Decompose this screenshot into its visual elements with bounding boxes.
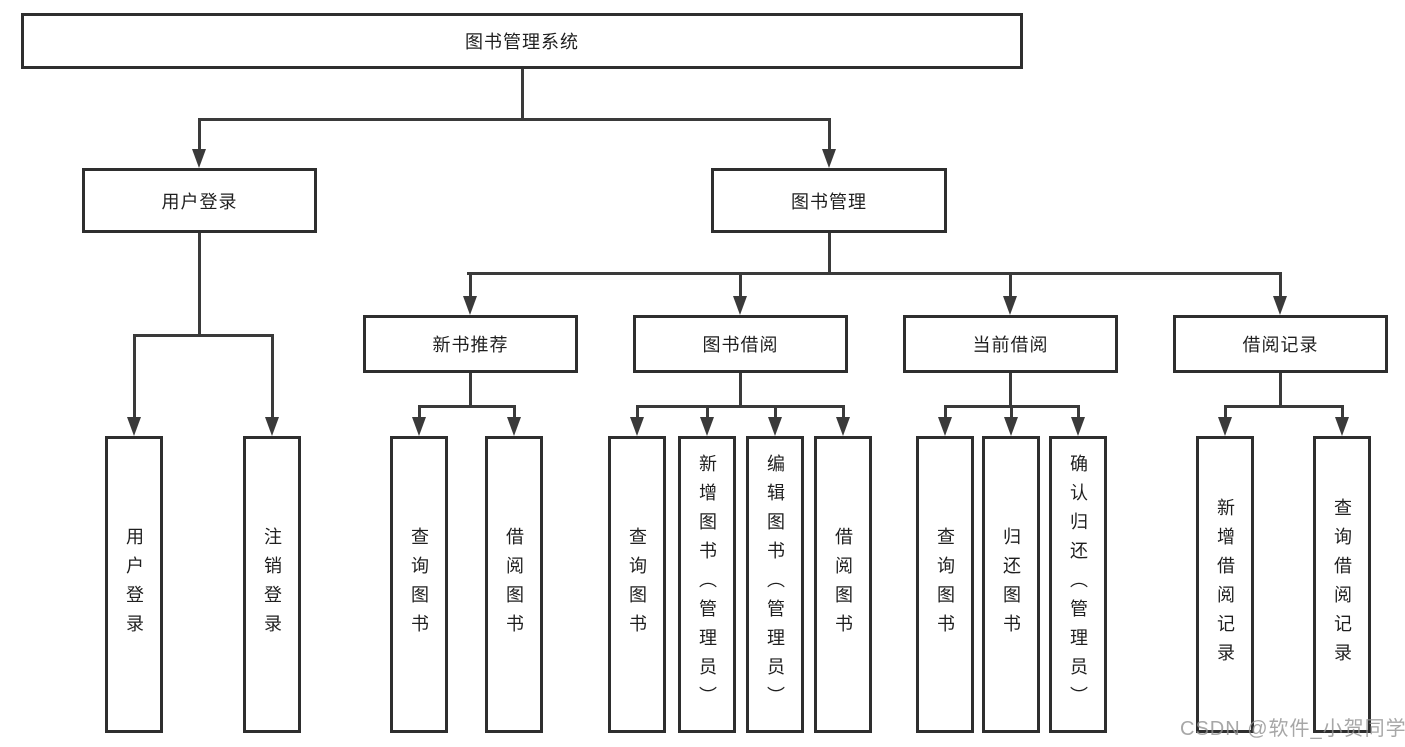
connector-line <box>1224 406 1227 420</box>
node-new-book-recommend: 新书推荐 <box>363 315 578 373</box>
node-borrow-records: 借阅记录 <box>1173 315 1388 373</box>
connector-line <box>198 118 831 121</box>
arrow-down-icon <box>192 149 206 168</box>
arrow-down-icon <box>938 417 952 436</box>
node-label: 图书借阅 <box>702 335 779 355</box>
node-label: 图书管理系统 <box>465 32 579 52</box>
connector-line <box>418 405 516 408</box>
arrow-down-icon <box>1335 417 1349 436</box>
connector-line <box>1341 406 1344 420</box>
node-label: 确认归还（管理员） <box>1068 454 1088 715</box>
leaf-add-book-admin: 新增图书（管理员） <box>678 436 736 733</box>
arrow-down-icon <box>507 417 521 436</box>
connector-line <box>1009 373 1012 407</box>
connector-line <box>198 119 201 153</box>
connector-line <box>1009 272 1012 299</box>
arrow-down-icon <box>1273 296 1287 315</box>
connector-line <box>828 233 831 274</box>
node-label: 借阅记录 <box>1242 335 1319 355</box>
connector-line <box>198 233 201 337</box>
arrow-down-icon <box>630 417 644 436</box>
leaf-borrow-books-1: 借阅图书 <box>485 436 543 733</box>
node-label: 当前借阅 <box>972 335 1049 355</box>
node-user-login: 用户登录 <box>82 168 317 233</box>
connector-line <box>271 335 274 421</box>
arrow-down-icon <box>265 417 279 436</box>
connector-line <box>636 405 845 408</box>
connector-line <box>828 119 831 153</box>
arrow-down-icon <box>700 417 714 436</box>
arrow-down-icon <box>412 417 426 436</box>
node-label: 查询图书 <box>627 526 647 643</box>
arrow-down-icon <box>768 417 782 436</box>
leaf-edit-book-admin: 编辑图书（管理员） <box>746 436 804 733</box>
node-book-management: 图书管理 <box>711 168 947 233</box>
connector-line <box>774 406 777 420</box>
node-label: 用户登录 <box>161 191 238 212</box>
node-label: 归还图书 <box>1001 526 1021 643</box>
leaf-query-books-3: 查询图书 <box>916 436 974 733</box>
node-book-borrow: 图书借阅 <box>633 315 848 373</box>
arrow-down-icon <box>733 296 747 315</box>
leaf-add-borrow-record: 新增借阅记录 <box>1196 436 1254 733</box>
node-label: 编辑图书（管理员） <box>765 454 785 715</box>
node-current-borrow: 当前借阅 <box>903 315 1118 373</box>
connector-line <box>521 69 524 121</box>
node-library-management-system: 图书管理系统 <box>21 13 1023 69</box>
node-label: 用户登录 <box>124 526 144 643</box>
node-label: 查询图书 <box>935 526 955 643</box>
connector-line <box>1010 406 1013 420</box>
csdn-watermark: CSDN @软件_小贺同学 <box>1180 718 1405 740</box>
arrow-down-icon <box>1071 417 1085 436</box>
connector-line <box>706 406 709 420</box>
leaf-query-books-1: 查询图书 <box>390 436 448 733</box>
connector-line <box>469 272 472 299</box>
node-label: 新增图书（管理员） <box>697 454 717 715</box>
node-label: 查询图书 <box>409 526 429 643</box>
leaf-borrow-books-2: 借阅图书 <box>814 436 872 733</box>
leaf-user-login: 用户登录 <box>105 436 163 733</box>
connector-line <box>467 272 1282 275</box>
node-label: 新增借阅记录 <box>1215 497 1235 672</box>
node-label: 注销登录 <box>262 526 282 643</box>
node-label: 新书推荐 <box>432 335 509 355</box>
connector-line <box>1279 272 1282 299</box>
connector-line <box>513 406 516 420</box>
connector-line <box>133 334 274 337</box>
connector-line <box>842 406 845 420</box>
leaf-query-borrow-record: 查询借阅记录 <box>1313 436 1371 733</box>
leaf-query-books-2: 查询图书 <box>608 436 666 733</box>
connector-line <box>739 373 742 407</box>
arrow-down-icon <box>822 149 836 168</box>
node-label: 借阅图书 <box>833 526 853 643</box>
arrow-down-icon <box>1004 417 1018 436</box>
node-label: 查询借阅记录 <box>1332 497 1352 672</box>
arrow-down-icon <box>836 417 850 436</box>
node-label: 借阅图书 <box>504 526 524 643</box>
connector-line <box>469 373 472 407</box>
connector-line <box>1279 373 1282 407</box>
arrow-down-icon <box>1003 296 1017 315</box>
connector-line <box>133 335 136 421</box>
connector-line <box>739 272 742 299</box>
node-label: 图书管理 <box>791 191 867 212</box>
connector-line <box>636 406 639 420</box>
connector-line <box>1224 405 1344 408</box>
leaf-return-book: 归还图书 <box>982 436 1040 733</box>
connector-line <box>418 406 421 420</box>
arrow-down-icon <box>1218 417 1232 436</box>
connector-line <box>1077 406 1080 420</box>
arrow-down-icon <box>127 417 141 436</box>
connector-line <box>944 406 947 420</box>
leaf-confirm-return-admin: 确认归还（管理员） <box>1049 436 1107 733</box>
arrow-down-icon <box>463 296 477 315</box>
leaf-logout: 注销登录 <box>243 436 301 733</box>
